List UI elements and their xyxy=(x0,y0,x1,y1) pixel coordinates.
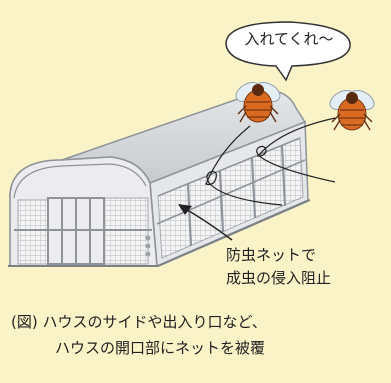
callout-line-1: 防虫ネットで xyxy=(226,246,317,264)
insect-icon xyxy=(235,82,281,123)
callout-arrow xyxy=(178,204,233,241)
caption-line-1: (図) ハウスのサイドや出入り口など、 xyxy=(11,313,267,331)
callout-line-2: 成虫の侵入阻止 xyxy=(226,269,332,287)
greenhouse-icon xyxy=(8,90,311,268)
flight-path xyxy=(205,117,336,206)
speech-bubble-text: 入れてくれ〜 xyxy=(244,30,334,48)
caption-line-2: ハウスの開口部にネットを被覆 xyxy=(55,339,266,357)
speech-bubble-icon xyxy=(225,21,351,82)
insect-icon xyxy=(329,90,375,131)
